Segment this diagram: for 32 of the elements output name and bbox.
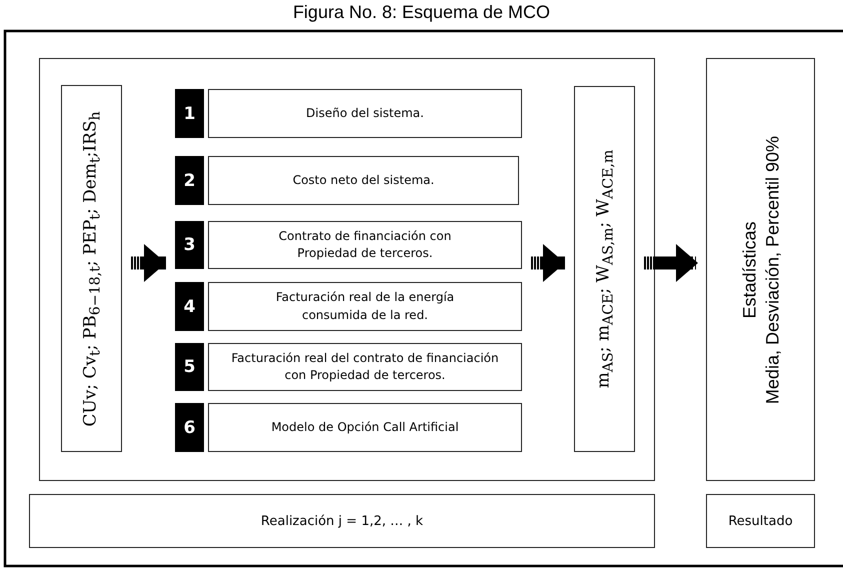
body-text: Media, Desviación, Percentil 90%	[760, 135, 782, 404]
block-arrow	[131, 244, 166, 282]
formula-box	[61, 85, 122, 452]
step-number: 5	[175, 343, 204, 391]
process-box	[208, 89, 522, 138]
process-box	[208, 282, 522, 331]
process-box	[208, 343, 522, 391]
box-text: Costo neto del sistema.	[292, 172, 434, 189]
step-number: 6	[175, 403, 204, 452]
box-text: Modelo de Opción Call Artificial	[271, 418, 459, 436]
process-box	[706, 494, 815, 548]
container-box	[39, 58, 655, 481]
process-box	[208, 221, 522, 269]
formula-box	[574, 86, 635, 452]
results-box	[706, 58, 815, 481]
box-text: Diseño del sistema.	[306, 104, 424, 122]
process-box	[208, 156, 519, 205]
block-arrow	[644, 244, 698, 282]
process-box	[29, 494, 655, 548]
heading-text: Estadísticas	[738, 220, 760, 320]
block-arrow	[531, 244, 565, 282]
box-text: Contrato de financiación con Propiedad de terceros.	[278, 228, 452, 262]
box-text: Realización j = 1,2, … , k	[260, 514, 424, 528]
process-box	[208, 403, 522, 452]
box-text: Facturación real del contrato de financiación con Propiedad de terceros.	[230, 350, 500, 384]
box-text: Facturación real de la energía consumida de la red.	[274, 289, 456, 324]
step-number: 4	[175, 282, 204, 331]
step-number: 3	[175, 221, 204, 269]
figure-title: Figura No. 8: Esquema de MCO	[292, 2, 552, 23]
box-text: Resultado	[728, 514, 793, 528]
step-number: 2	[175, 156, 204, 205]
step-number: 1	[175, 89, 204, 138]
